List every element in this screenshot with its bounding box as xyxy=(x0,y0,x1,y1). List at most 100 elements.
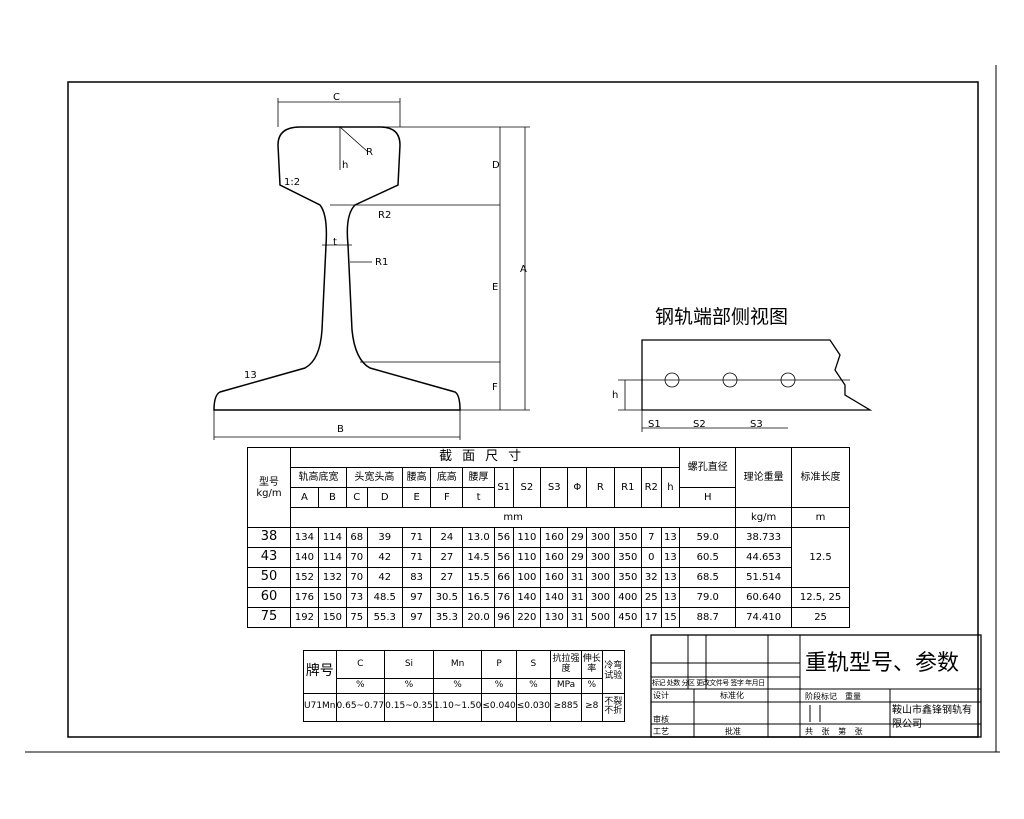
value-cell: 300 xyxy=(586,567,615,588)
label-change-doc: 更改文件号 xyxy=(696,679,729,687)
value-cell: 152 xyxy=(290,567,319,588)
value-cell: 140 xyxy=(290,547,319,568)
weight-cell: 38.733 xyxy=(735,527,793,548)
value-cell: 不裂不折 xyxy=(601,692,626,723)
value-cell: 42 xyxy=(366,567,403,588)
slope-label: 13 xyxy=(244,370,257,381)
section-header: 截面尺寸 xyxy=(289,447,681,468)
unit-length: m xyxy=(791,507,850,528)
label-stage: 阶段标记 xyxy=(805,692,837,701)
value-cell: U71Mn xyxy=(303,692,337,723)
side-view-title: 钢轨端部侧视图 xyxy=(655,306,788,328)
value-cell: 96 xyxy=(493,607,514,628)
label-design: 设计 xyxy=(653,691,669,700)
element-P: P xyxy=(481,649,517,680)
dim-side-h-label: h xyxy=(612,390,618,401)
dim-f-label: F xyxy=(492,382,498,393)
dim-r2-label: R2 xyxy=(378,210,391,221)
weight-cell: 44.653 xyxy=(735,547,793,568)
grade-header: 牌号 xyxy=(303,650,337,694)
dim-b-label: B xyxy=(337,424,344,435)
value-cell: 14.5 xyxy=(462,547,495,568)
value-cell: 97 xyxy=(401,607,432,628)
tensile-header: 抗拉强度 xyxy=(550,649,582,680)
dim-d-label: D xyxy=(492,160,500,171)
value-cell: 16.5 xyxy=(462,587,495,608)
value-cell: 220 xyxy=(512,607,542,628)
header-Φ: Φ xyxy=(567,467,588,508)
dim-c-label: C xyxy=(333,92,340,103)
unit-weight: kg/m xyxy=(735,507,793,528)
value-cell: 0.15~0.35 xyxy=(384,692,434,723)
value-cell: 132 xyxy=(317,567,347,588)
value-cell: 20.0 xyxy=(462,607,495,628)
label-process: 工艺 xyxy=(653,727,669,736)
length-cell: 12.5, 25 xyxy=(791,587,850,608)
value-cell: 55.3 xyxy=(366,607,403,628)
header-letter-C: C xyxy=(345,487,368,508)
value-cell: 75 xyxy=(345,607,368,628)
label-weight: 重量 xyxy=(845,692,861,701)
weight-cell: 60.640 xyxy=(735,587,793,608)
value-cell: 24 xyxy=(430,527,464,548)
rail-profile xyxy=(213,126,461,411)
value-cell: 110 xyxy=(512,547,542,568)
rail-type: 43 xyxy=(247,547,291,568)
length-cell: 25 xyxy=(791,607,850,628)
value-cell: 83 xyxy=(401,567,432,588)
header-letter-D: D xyxy=(366,487,403,508)
drawing-frame xyxy=(67,81,979,738)
header-letter-E: E xyxy=(401,487,432,508)
value-cell: 13.0 xyxy=(462,527,495,548)
header-height-width: 轨高底宽 xyxy=(290,467,347,488)
value-cell: 71 xyxy=(401,547,432,568)
dim-a-label: A xyxy=(520,264,527,275)
value-cell: 39 xyxy=(366,527,403,548)
header-web-height: 腰高 xyxy=(401,467,432,488)
value-cell: 29 xyxy=(567,547,588,568)
value-cell: ≥885 xyxy=(550,692,582,723)
header-h: h xyxy=(660,467,681,508)
company-name: 鞍山市鑫锋钢轨有限公司 xyxy=(892,705,972,730)
header-S1: S1 xyxy=(493,467,514,508)
dim-s1-label: S1 xyxy=(648,419,661,430)
dim-e-label: E xyxy=(492,282,498,293)
value-cell: 70 xyxy=(345,547,368,568)
head-slope-label: 1:2 xyxy=(284,177,300,188)
header-base-height: 底高 xyxy=(430,467,464,488)
label-mark: 标记 xyxy=(652,679,666,687)
header-letter-F: F xyxy=(430,487,464,508)
value-cell: 300 xyxy=(586,527,615,548)
value-cell: 35.3 xyxy=(430,607,464,628)
header-web-thickness: 腰厚 xyxy=(462,467,495,488)
bend-header: 冷弯试验 xyxy=(601,650,626,694)
dim-h-label: h xyxy=(342,160,348,171)
value-cell: 130 xyxy=(540,607,569,628)
value-cell: 68 xyxy=(345,527,368,548)
value-cell: 59.0 xyxy=(679,527,737,548)
value-cell: 13 xyxy=(660,567,681,588)
value-cell: 500 xyxy=(586,607,615,628)
header-letter-B: B xyxy=(317,487,347,508)
dim-t-label: t xyxy=(333,237,337,248)
value-cell: 48.5 xyxy=(366,587,403,608)
element-C: C xyxy=(335,649,386,680)
dim-r1-label: R1 xyxy=(375,257,388,268)
dim-r-label: R xyxy=(366,147,373,158)
unit-cell: MPa xyxy=(550,678,582,694)
value-cell: 30.5 xyxy=(430,587,464,608)
revision-labels: 标记 处数 分区 更改文件号 签字 年月日 xyxy=(652,678,802,688)
weight-header: 理论重量 xyxy=(735,447,793,508)
value-cell: 76 xyxy=(493,587,514,608)
value-cell: 15.5 xyxy=(462,567,495,588)
unit-cell: % xyxy=(481,678,517,694)
value-cell: 42 xyxy=(366,547,403,568)
